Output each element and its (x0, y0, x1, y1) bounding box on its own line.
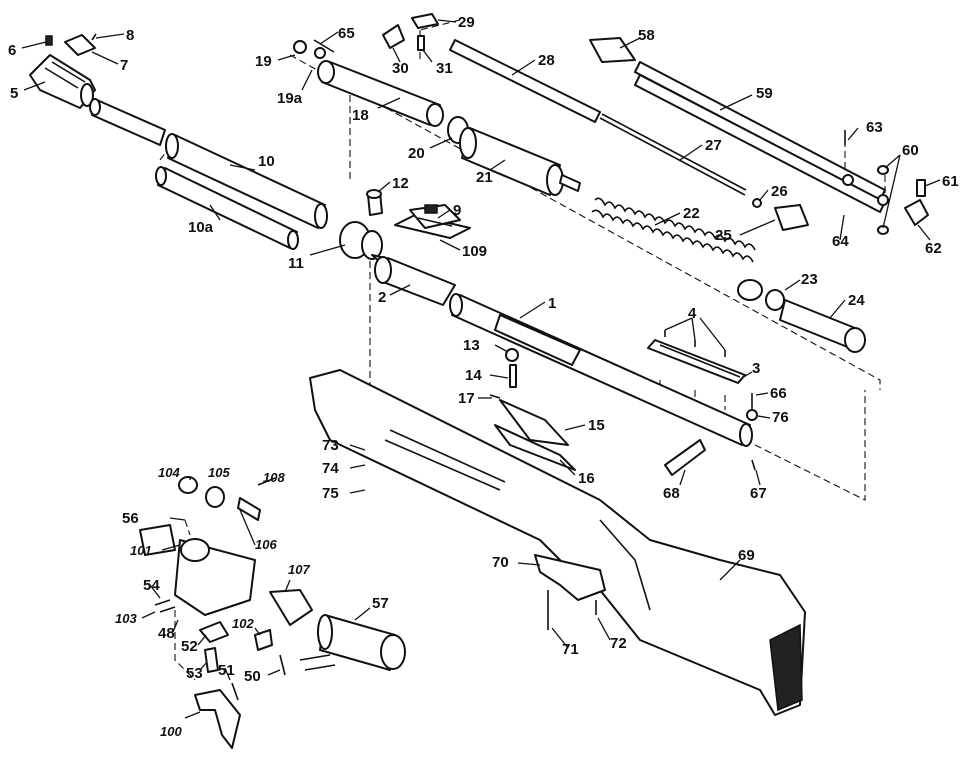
label-61: 61 (942, 173, 959, 190)
label-5: 5 (10, 85, 18, 102)
cylinder-tube (293, 39, 444, 127)
front-sight-assembly (29, 33, 97, 109)
label-66: 66 (770, 385, 787, 402)
label-22: 22 (683, 205, 700, 222)
sear-parts (489, 348, 576, 471)
label-109: 109 (462, 243, 487, 260)
label-103: 103 (115, 611, 137, 626)
label-51: 51 (218, 662, 235, 679)
label-28: 28 (538, 52, 555, 69)
label-13: 13 (463, 337, 480, 354)
label-76: 76 (772, 409, 789, 426)
right-small-parts (664, 393, 758, 476)
label-106: 106 (255, 537, 277, 552)
label-11: 11 (288, 255, 304, 272)
label-54: 54 (143, 577, 160, 594)
label-65: 65 (338, 25, 355, 42)
label-25: 25 (715, 227, 732, 244)
label-7: 7 (120, 57, 128, 74)
mainspring (591, 197, 763, 301)
barrel-tubes (89, 98, 328, 250)
label-14: 14 (465, 367, 482, 384)
label-24: 24 (848, 292, 865, 309)
label-102: 102 (232, 616, 254, 631)
breech-block (339, 189, 386, 263)
label-3: 3 (752, 360, 760, 377)
label-101: 101 (130, 543, 152, 558)
rear-sight (394, 204, 471, 239)
label-62: 62 (925, 240, 942, 257)
label-72: 72 (610, 635, 627, 652)
label-1: 1 (548, 295, 556, 312)
label-16: 16 (578, 470, 595, 487)
label-63: 63 (866, 119, 883, 136)
label-52: 52 (181, 638, 198, 655)
rods (449, 39, 747, 196)
label-18: 18 (352, 107, 369, 124)
label-8: 8 (126, 27, 134, 44)
label-64: 64 (832, 233, 849, 250)
label-57: 57 (372, 595, 389, 612)
part-labels: 1 2 3 4 5 6 7 8 9 10 10a 11 12 13 14 15 … (8, 14, 959, 739)
label-12: 12 (392, 175, 409, 192)
label-58: 58 (638, 27, 655, 44)
label-10: 10 (258, 153, 275, 170)
label-19a: 19a (277, 90, 303, 107)
label-104: 104 (158, 465, 180, 480)
label-105: 105 (208, 465, 230, 480)
label-23: 23 (801, 271, 818, 288)
label-67: 67 (750, 485, 767, 502)
label-69: 69 (738, 547, 755, 564)
trigger-unit (139, 476, 406, 749)
piston (447, 116, 581, 196)
leader-lines (21, 19, 941, 719)
cocking-lever (589, 37, 929, 235)
label-27: 27 (705, 137, 722, 154)
label-108: 108 (263, 470, 285, 485)
label-50: 50 (244, 668, 261, 685)
label-73: 73 (322, 437, 339, 454)
label-71: 71 (562, 641, 579, 658)
label-15: 15 (588, 417, 605, 434)
label-53: 53 (186, 665, 203, 682)
label-10a: 10a (188, 219, 214, 236)
trigger-guard (534, 554, 606, 630)
label-6: 6 (8, 42, 16, 59)
label-60: 60 (902, 142, 919, 159)
label-21: 21 (476, 169, 493, 186)
small-pins-top (382, 13, 439, 51)
label-107: 107 (288, 562, 310, 577)
scope-rail (647, 330, 746, 384)
rifle-stock (309, 369, 806, 716)
label-9: 9 (453, 202, 461, 219)
label-2: 2 (378, 289, 386, 306)
label-30: 30 (392, 60, 409, 77)
label-100: 100 (160, 724, 182, 739)
label-74: 74 (322, 460, 339, 477)
label-29: 29 (458, 14, 475, 31)
label-31: 31 (436, 60, 453, 77)
label-70: 70 (492, 554, 509, 571)
label-48: 48 (158, 625, 175, 642)
receiver-tube (374, 256, 866, 447)
label-26: 26 (771, 183, 788, 200)
label-17: 17 (458, 390, 475, 407)
label-56: 56 (122, 510, 139, 527)
label-75: 75 (322, 485, 339, 502)
label-68: 68 (663, 485, 680, 502)
label-19: 19 (255, 53, 272, 70)
label-4: 4 (688, 305, 697, 322)
label-59: 59 (756, 85, 773, 102)
label-20: 20 (408, 145, 425, 162)
